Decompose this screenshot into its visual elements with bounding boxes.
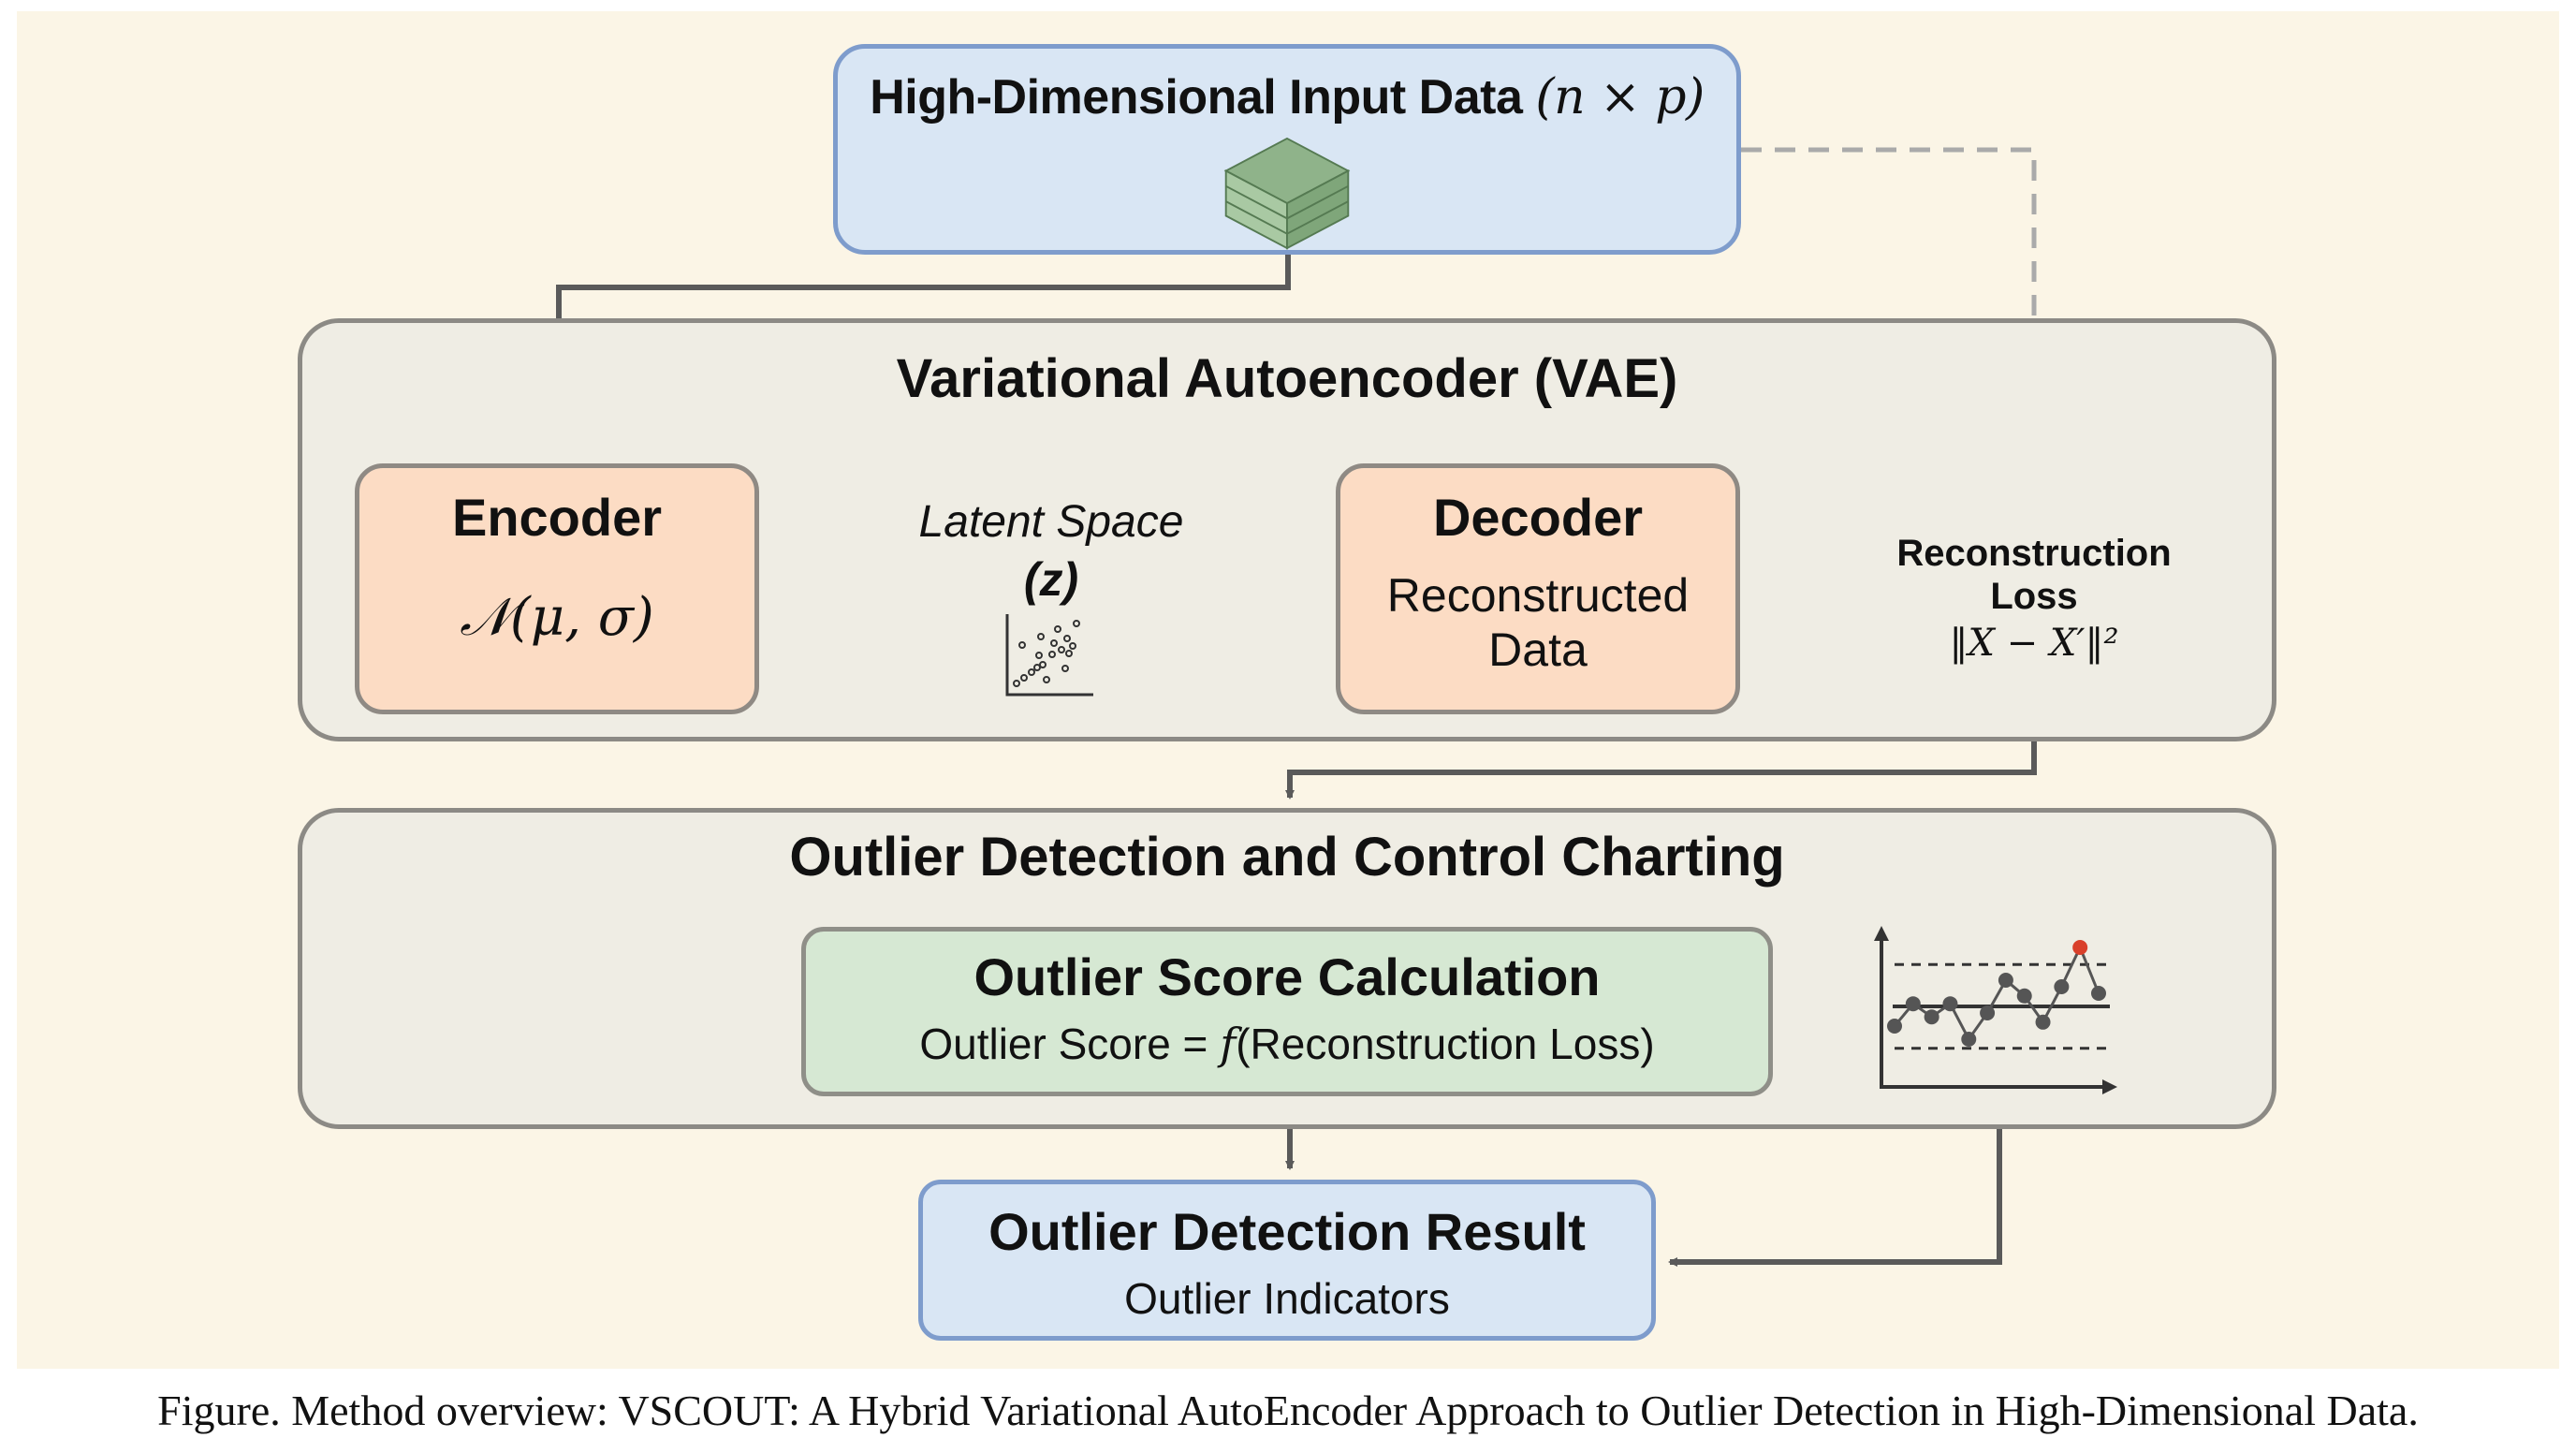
data-point: [2054, 979, 2070, 994]
data-point: [1887, 1019, 1902, 1034]
encoder-title: Encoder: [451, 488, 663, 547]
outlier-detection-title: Outlier Detection and Control Charting: [789, 827, 1785, 888]
data-point: [1905, 996, 1921, 1012]
data-point: [1942, 996, 1958, 1012]
latent-symbol: (z): [1023, 553, 1079, 606]
series-line: [1893, 944, 2100, 1042]
chart-axes: [1880, 930, 2114, 1089]
control-chart-icon: [1874, 926, 2117, 1094]
data-point: [1998, 973, 2013, 988]
figure-caption: Figure. Method overview: VSCOUT: A Hybri…: [157, 1387, 2419, 1434]
result-subtitle: Outlier Indicators: [1124, 1274, 1450, 1323]
data-point: [1924, 1009, 1939, 1025]
input-data-title: High-Dimensional Input Data (n × p): [870, 69, 1705, 125]
outlier-point: [2072, 940, 2088, 955]
encoder-formula: 𝒩(μ, σ): [460, 587, 654, 648]
decoder-subtitle: Reconstructed Data: [1386, 569, 1690, 676]
input-dims: (n × p): [1535, 69, 1705, 125]
data-point: [1961, 1032, 1977, 1047]
data-point: [1980, 1005, 1996, 1020]
arrow-chart-to-result: [1668, 1097, 2002, 1267]
data-point: [2035, 1014, 2051, 1030]
latent-space-title: Latent Space: [918, 497, 1184, 547]
outlier-result-node: Outlier Detection Result Outlier Indicat…: [918, 1180, 1656, 1341]
decoder-title: Decoder: [1432, 488, 1644, 547]
loss-formula: ‖X − X′‖²: [1949, 622, 2119, 665]
scatter-plot-icon: [1005, 614, 1093, 697]
data-point: [2091, 986, 2106, 1001]
outlier-score-title: Outlier Score Calculation: [973, 947, 1601, 1006]
outlier-score-formula: Outlier Score = f(Reconstruction Loss): [919, 1019, 1655, 1069]
outlier-score-node: Outlier Score Calculation Outlier Score …: [801, 927, 1773, 1096]
input-data-node: High-Dimensional Input Data (n × p): [833, 44, 1741, 255]
vae-title: Variational Autoencoder (VAE): [896, 348, 1678, 409]
stacked-data-cube-icon: [1223, 137, 1351, 250]
decoder-node: Decoder Reconstructed Data: [1336, 463, 1740, 714]
arrow-loss-to-outlier-panel: [1285, 719, 2037, 800]
data-point: [2016, 988, 2032, 1004]
reconstruction-loss-label: Reconstruction Loss ‖X − X′‖²: [1884, 532, 2184, 665]
result-title: Outlier Detection Result: [988, 1202, 1586, 1261]
encoder-node: Encoder 𝒩(μ, σ): [355, 463, 759, 714]
